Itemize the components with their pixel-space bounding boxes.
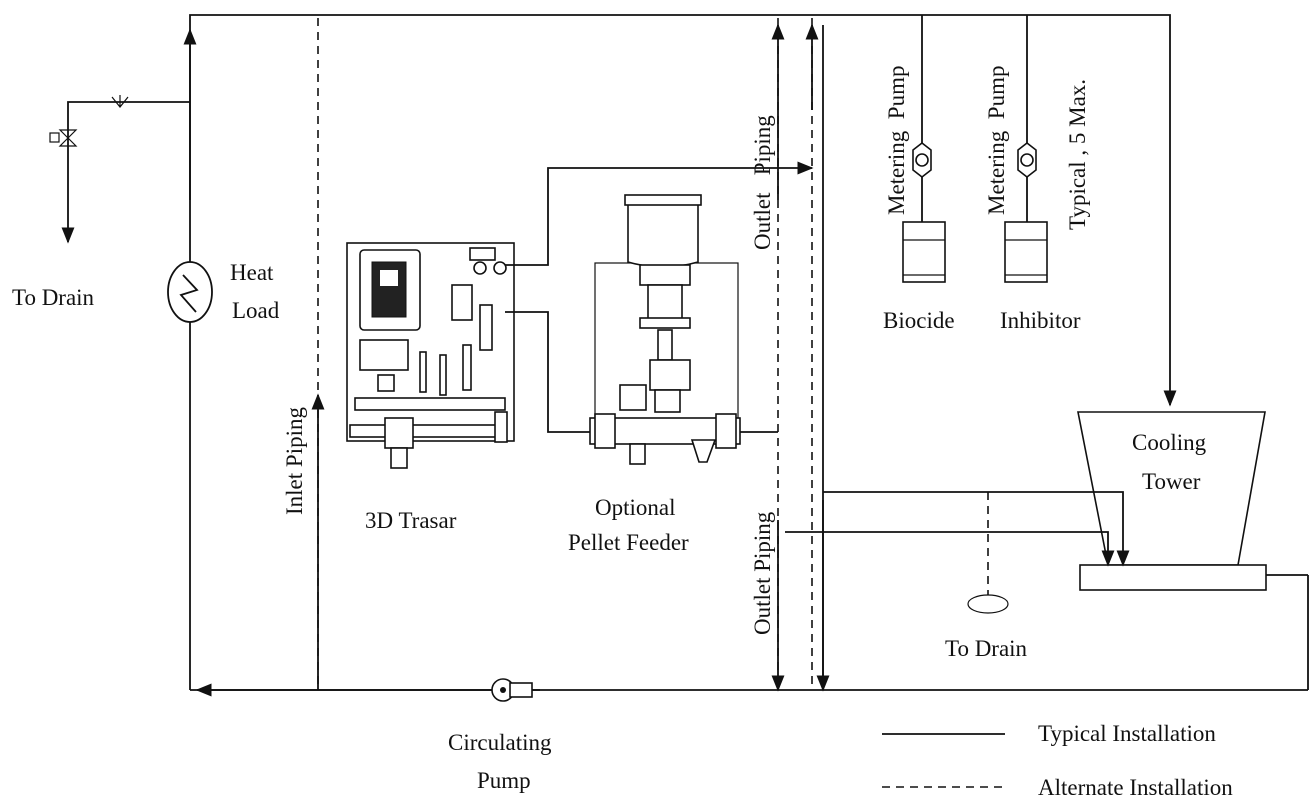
label-heat: Heat [230, 260, 274, 285]
label-inlet-piping: Inlet Piping [282, 407, 307, 515]
label-pump: Pump [477, 768, 531, 793]
legend-alternate: Alternate Installation [1038, 775, 1233, 800]
label-metering-pump-1: Metering Pump [884, 66, 909, 216]
circulating-pump-icon [491, 678, 533, 702]
legend: Typical Installation Alternate Installat… [882, 721, 1233, 800]
cooling-tower-icon [785, 411, 1267, 614]
main-loop-piping [183, 14, 1309, 697]
label-trasar: 3D Trasar [365, 508, 457, 533]
drain-valve-icon [49, 129, 78, 147]
biocide-tank-icon [902, 221, 946, 283]
label-to-drain-right: To Drain [945, 636, 1028, 661]
inhibitor-tank-icon [1004, 221, 1048, 283]
drain-branch-left [49, 95, 190, 244]
label-pellet-feeder: Pellet Feeder [568, 530, 689, 555]
label-cooling: Cooling [1132, 430, 1207, 455]
outlet-piping [771, 18, 830, 692]
label-inhibitor: Inhibitor [1000, 308, 1081, 333]
metering-pump-biocide-icon [912, 15, 932, 222]
heat-load-icon [167, 261, 213, 323]
label-outlet-piping-upper: Outlet Piping [750, 115, 775, 250]
label-metering-pump-2: Metering Pump [984, 66, 1009, 216]
label-load: Load [232, 298, 280, 323]
trasar-unit-icon [346, 161, 814, 469]
label-typical-max: Typical , 5 Max. [1065, 79, 1090, 230]
label-biocide: Biocide [883, 308, 955, 333]
label-optional: Optional [595, 495, 676, 520]
label-to-drain-left: To Drain [12, 285, 95, 310]
label-circulating: Circulating [448, 730, 552, 755]
pellet-feeder-icon [589, 194, 778, 465]
label-tower: Tower [1142, 469, 1201, 494]
legend-typical: Typical Installation [1038, 721, 1216, 746]
label-outlet-piping-lower: Outlet Piping [750, 511, 775, 635]
metering-pump-inhibitor-icon [1017, 15, 1037, 222]
